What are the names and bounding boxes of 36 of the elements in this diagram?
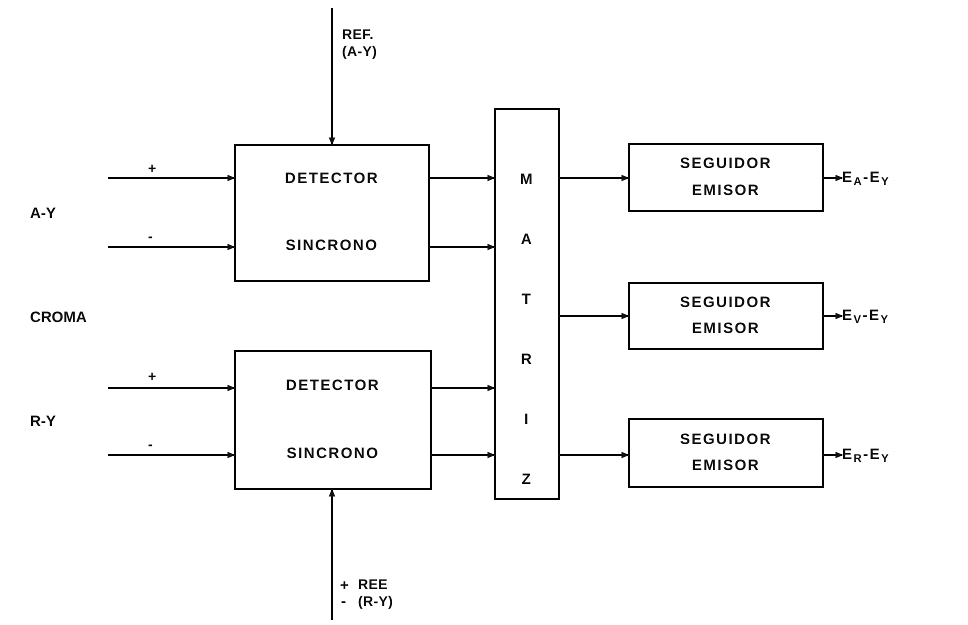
arrow [560, 312, 630, 320]
arrow [108, 174, 236, 182]
arrow [108, 244, 236, 250]
arrow [328, 8, 336, 146]
edge-label: + [148, 160, 158, 177]
signal-label: CROMA [30, 310, 87, 326]
edge-label: REF. (A-Y) [342, 26, 378, 60]
arrow [560, 452, 630, 458]
edge-label: - [148, 436, 154, 453]
arrow [560, 174, 630, 182]
arrow [824, 452, 844, 458]
signal-label: A-Y [30, 206, 56, 222]
arrow [108, 452, 236, 458]
arrow [430, 174, 496, 182]
output-signal-label: E$_{R}$-E$_{Y}$ [842, 443, 942, 467]
arrow [432, 452, 496, 458]
arrow [432, 384, 496, 392]
signal-label: R-Y [30, 414, 56, 430]
matrix-block: MATRIZ [494, 108, 560, 500]
arrow [430, 244, 496, 250]
edge-label: + [148, 368, 158, 385]
arrow [824, 312, 844, 320]
process-block: SEGUIDOR EMISOR [628, 418, 824, 488]
output-signal-label: E$_{V}$-E$_{Y}$ [842, 304, 942, 328]
process-block: DETECTOR SINCRONO [234, 144, 430, 282]
arrow [824, 174, 844, 182]
edge-label: - [148, 228, 154, 245]
signal-label: - [341, 594, 346, 610]
output-signal-label: E$_{A}$-E$_{Y}$ [842, 166, 942, 190]
signal-label: + [340, 578, 349, 594]
arrow [108, 384, 236, 392]
edge-label: REE (R-Y) [358, 576, 394, 610]
process-block: SEGUIDOR EMISOR [628, 143, 824, 212]
arrow [328, 488, 336, 620]
process-block: SEGUIDOR EMISOR [628, 282, 824, 350]
process-block: DETECTOR SINCRONO [234, 350, 432, 490]
